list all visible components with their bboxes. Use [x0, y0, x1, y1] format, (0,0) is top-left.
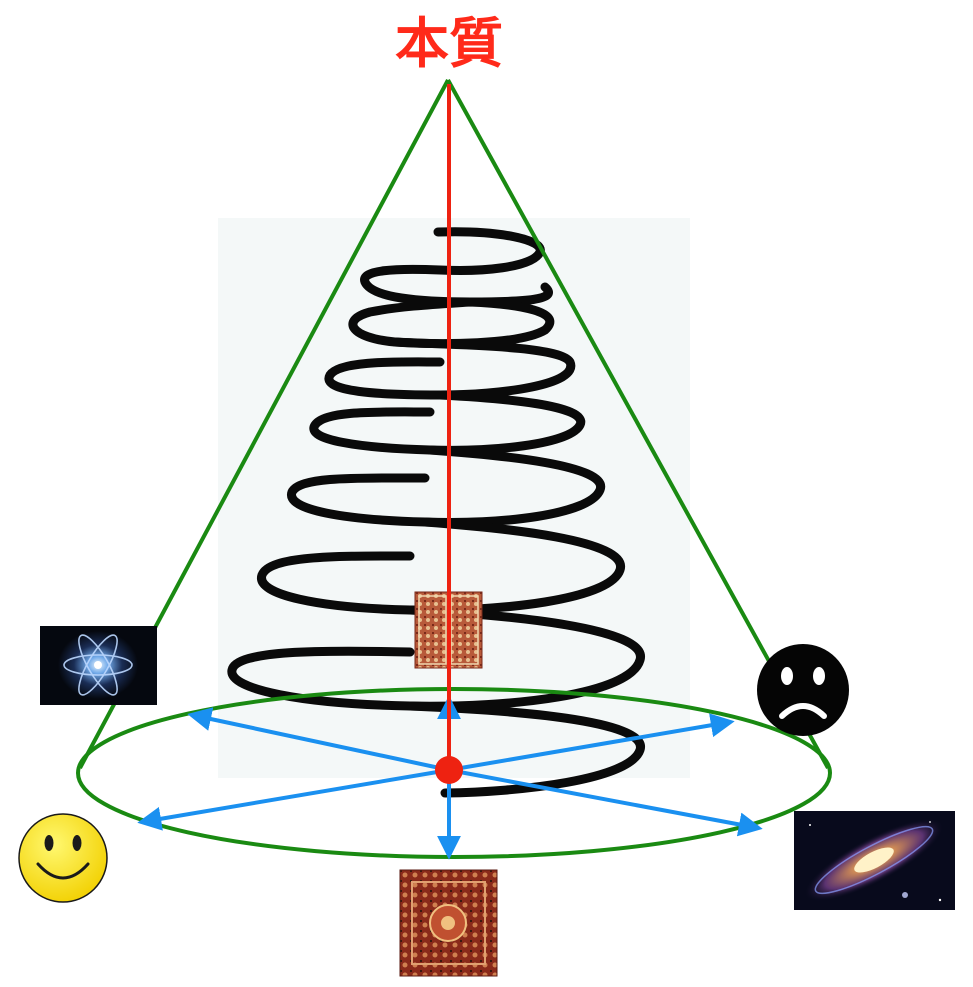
arrow-lower-right [449, 770, 758, 828]
sad-face-icon [757, 644, 849, 736]
mandala-bottom-icon [400, 870, 497, 976]
atom-image-icon [40, 626, 157, 705]
axis-center-dot [435, 756, 463, 784]
happy-face-icon [19, 814, 107, 902]
title: 本質 [395, 12, 503, 75]
galaxy-image-icon [794, 804, 955, 916]
